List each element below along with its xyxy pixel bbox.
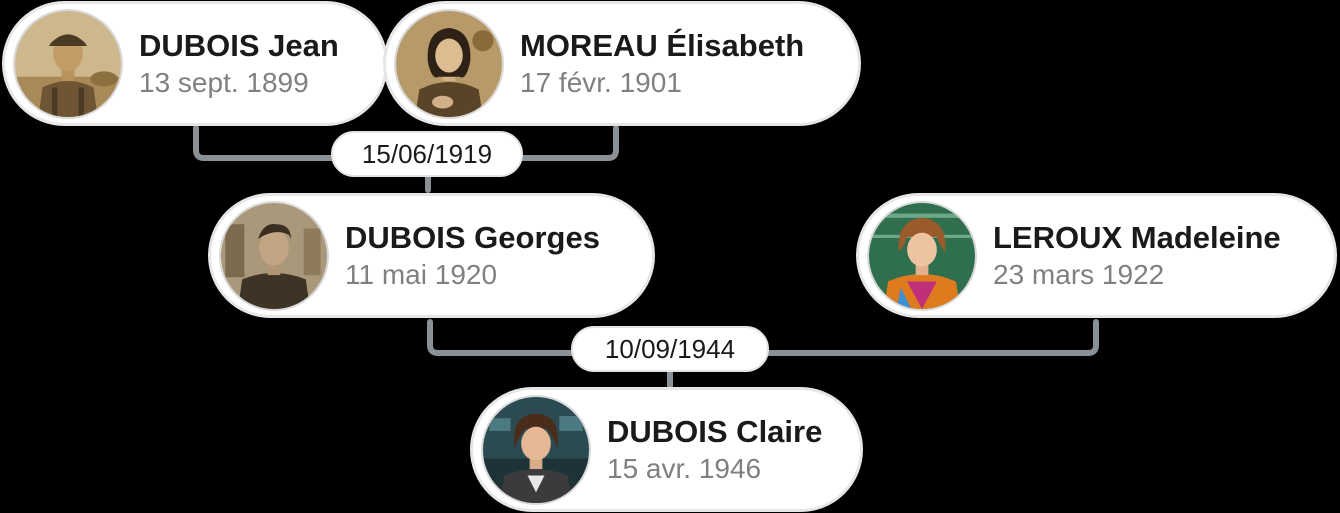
person-card-jean[interactable]: DUBOIS Jean 13 sept. 1899 (2, 1, 388, 126)
birth-date: 15 avr. 1946 (607, 452, 762, 484)
marriage-date-badge: 10/09/1944 (571, 326, 769, 372)
birth-date: 17 févr. 1901 (520, 66, 682, 98)
portrait-woman-icon (394, 8, 504, 119)
person-card-madeleine[interactable]: LEROUX Madeleine 23 mars 1922 (856, 193, 1337, 318)
birth-date: 11 mai 1920 (345, 258, 498, 290)
person-name: MOREAU Élisabeth (520, 27, 805, 63)
birth-date: 23 mars 1922 (993, 258, 1165, 290)
person-name: LEROUX Madeleine (993, 219, 1281, 255)
portrait-woman-office-icon (481, 394, 591, 505)
person-name: DUBOIS Georges (345, 219, 600, 255)
person-name: DUBOIS Jean (139, 27, 339, 63)
person-card-elisabeth[interactable]: MOREAU Élisabeth 17 févr. 1901 (383, 1, 861, 126)
person-card-claire[interactable]: DUBOIS Claire 15 avr. 1946 (470, 387, 863, 512)
portrait-farmer-icon (13, 8, 123, 119)
person-name: DUBOIS Claire (607, 413, 823, 449)
portrait-woman-colorful-icon (867, 200, 977, 311)
person-card-georges[interactable]: DUBOIS Georges 11 mai 1920 (208, 193, 655, 318)
portrait-man-workshop-icon (219, 200, 329, 311)
birth-date: 13 sept. 1899 (139, 66, 309, 98)
marriage-date-badge: 15/06/1919 (331, 131, 523, 177)
